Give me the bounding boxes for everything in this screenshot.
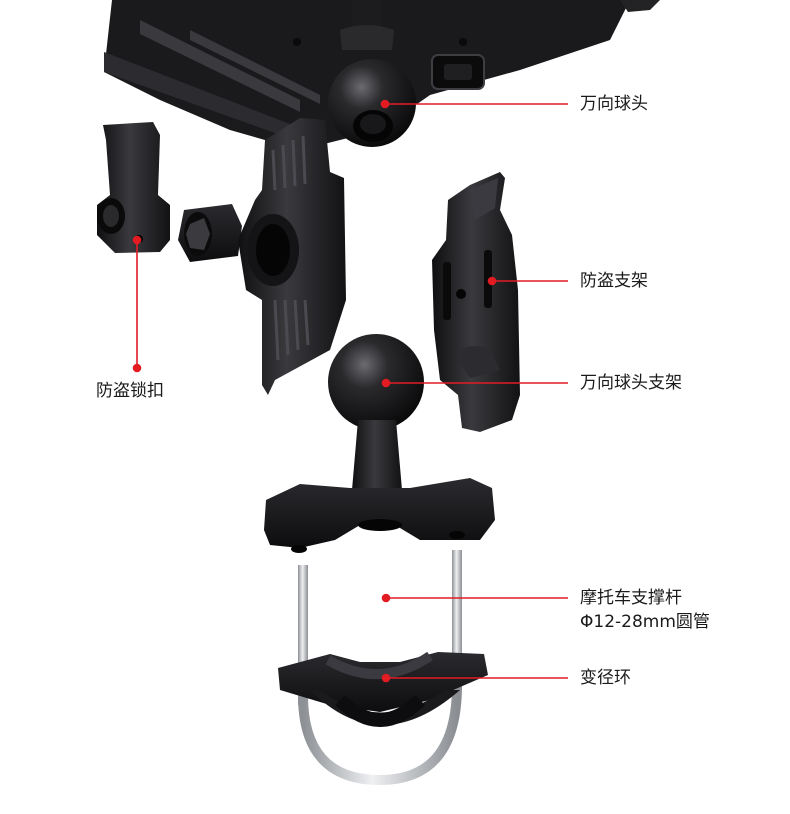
left-clamp-arm (238, 118, 346, 395)
label-reducer-ring: 变径环 (580, 666, 631, 690)
label-handlebar-line1: 摩托车支撑杆 (580, 586, 710, 610)
label-anti-theft-lock: 防盗锁扣 (96, 379, 164, 403)
anti-theft-lock-part (97, 122, 242, 262)
label-anti-theft-bracket: 防盗支架 (580, 269, 648, 293)
label-handlebar: 摩托车支撑杆 Φ12-28mm圆管 (580, 586, 710, 634)
label-ball-head-bracket: 万向球头支架 (580, 371, 682, 395)
label-handlebar-line2: Φ12-28mm圆管 (580, 610, 710, 634)
right-clamp-arm (432, 172, 520, 432)
label-ball-head: 万向球头 (580, 92, 648, 116)
